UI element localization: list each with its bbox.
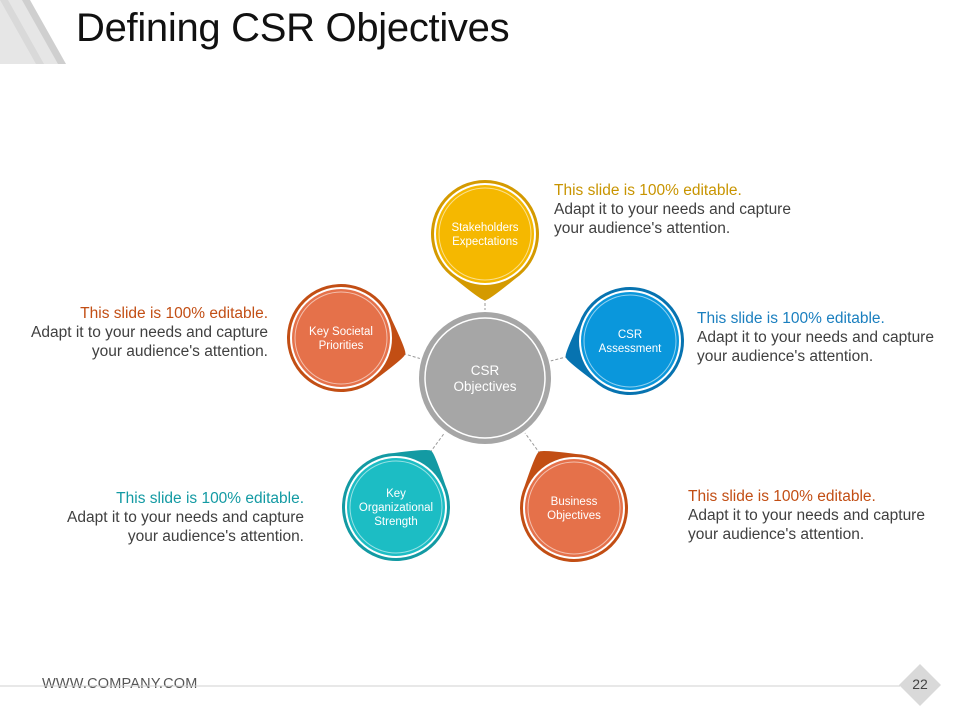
page-number-diamond (899, 664, 941, 706)
page-number: 22 (912, 676, 928, 692)
connector-line (402, 353, 420, 359)
node-label-line: CSR (618, 329, 642, 341)
blurb-body: Adapt it to your needs and capture your … (554, 201, 791, 237)
connector-line (429, 432, 446, 454)
node-label-line: Organizational (359, 502, 433, 514)
node-inner-ring (349, 460, 443, 554)
footer-url: WWW.COMPANY.COM (42, 676, 198, 692)
node-label-line: Key Societal (309, 326, 373, 338)
blurb-highlight: This slide is 100% editable. (116, 490, 304, 507)
connector-line (524, 432, 541, 455)
blurb-highlight: This slide is 100% editable. (80, 305, 268, 322)
node-circle (345, 456, 447, 558)
blurb-highlight: This slide is 100% editable. (697, 310, 885, 327)
blurb-business: This slide is 100% editable. Adapt it to… (688, 487, 928, 544)
node-csr-assessment: CSR Assessment (565, 286, 684, 396)
node-label-line: Key (386, 488, 406, 500)
blurb-highlight: This slide is 100% editable. (554, 182, 742, 199)
blurb-body: Adapt it to your needs and capture your … (688, 507, 925, 543)
blurb-body: Adapt it to your needs and capture your … (31, 324, 268, 360)
node-circle (579, 290, 681, 392)
blurb-key-societal: This slide is 100% editable. Adapt it to… (28, 304, 268, 361)
node-circle (290, 287, 392, 389)
blurb-csr-assessment: This slide is 100% editable. Adapt it to… (697, 309, 937, 366)
node-label-line: Expectations (452, 236, 518, 248)
footer-divider (0, 685, 900, 687)
node-label-line: Assessment (599, 343, 662, 355)
blurb-key-org: This slide is 100% editable. Adapt it to… (64, 489, 304, 546)
node-circle (434, 183, 536, 285)
corner-decoration (0, 0, 66, 64)
node-label-line: Business (551, 496, 598, 508)
node-inner-ring (583, 294, 677, 388)
center-label-line: CSR (471, 363, 500, 378)
blurb-highlight: This slide is 100% editable. (688, 488, 876, 505)
blurb-body: Adapt it to your needs and capture your … (67, 509, 304, 545)
slide-title: Defining CSR Objectives (76, 6, 510, 50)
center-label-line: Objectives (453, 379, 516, 394)
connector-line (550, 355, 569, 362)
blurb-body: Adapt it to your needs and capture your … (697, 329, 934, 365)
node-label-line: Objectives (547, 510, 601, 522)
node-label-line: Strength (374, 516, 417, 528)
node-inner-ring (527, 461, 621, 555)
node-inner-ring (294, 291, 388, 385)
node-label-line: Stakeholders (451, 222, 518, 234)
node-circle (523, 457, 625, 559)
node-label-line: Priorities (319, 340, 364, 352)
node-inner-ring (438, 187, 532, 281)
blurb-stakeholders: This slide is 100% editable. Adapt it to… (554, 181, 794, 238)
